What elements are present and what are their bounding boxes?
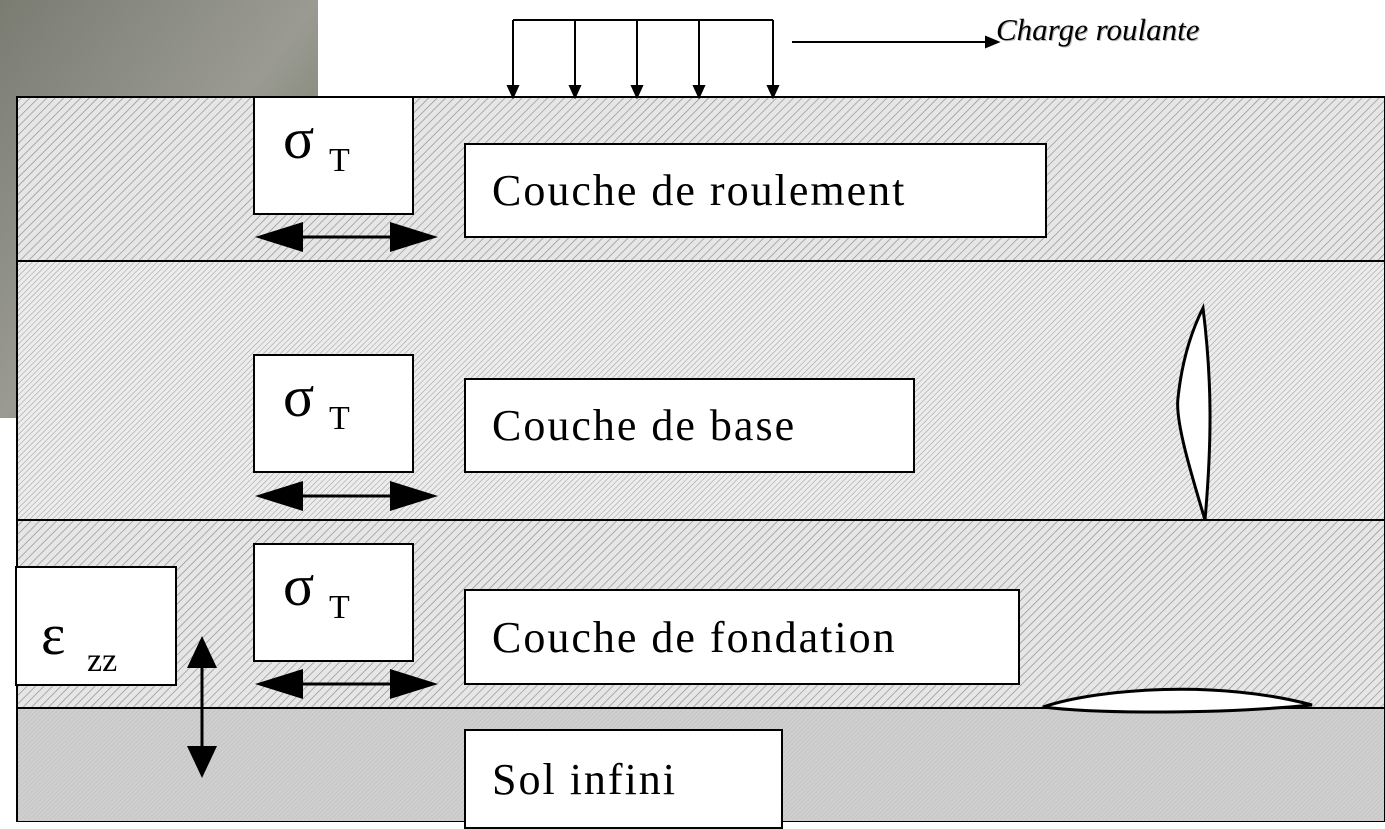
stress-sigma-t-box-1: σ T — [253, 96, 414, 215]
label-couche-de-roulement: Couche de roulement — [464, 143, 1047, 238]
stress-arrow-1 — [255, 222, 438, 252]
sigma-symbol: σ — [283, 553, 315, 618]
label-sol-infini: Sol infini — [464, 729, 783, 829]
sigma-symbol: σ — [283, 364, 315, 429]
label-couche-de-base: Couche de base — [464, 378, 915, 473]
sigma-subscript: T — [329, 400, 350, 437]
stress-sigma-t-box-3: σ T — [253, 543, 414, 662]
sigma-subscript: T — [329, 589, 350, 626]
stress-arrow-2 — [255, 481, 438, 511]
load-label-pointer-arrow — [792, 35, 1001, 49]
label-couche-de-fondation: Couche de fondation — [464, 589, 1020, 685]
charge-roulante-label: Charge roulante — [996, 12, 1200, 47]
rolling-load-arrows — [506, 19, 780, 100]
strain-epsilon-zz-box: ε zz — [15, 566, 177, 686]
stress-arrow-3 — [255, 669, 438, 699]
sigma-symbol: σ — [283, 106, 315, 171]
stress-sigma-t-box-2: σ T — [253, 354, 414, 473]
epsilon-subscript: zz — [87, 642, 118, 679]
strain-arrow — [187, 636, 217, 778]
horizontal-crack — [1042, 687, 1313, 714]
sigma-subscript: T — [329, 142, 350, 179]
vertical-crack — [1176, 302, 1212, 521]
epsilon-symbol: ε — [41, 602, 66, 667]
